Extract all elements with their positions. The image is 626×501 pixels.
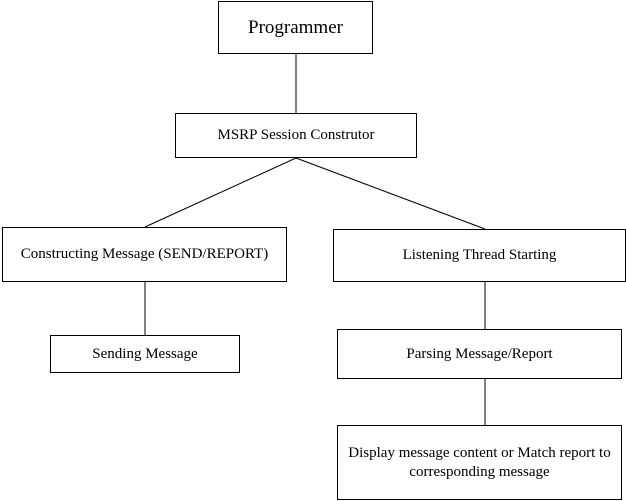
node-msrp-label: MSRP Session Construtor bbox=[217, 127, 375, 144]
node-parsing-label: Parsing Message/Report bbox=[406, 345, 553, 362]
node-parsing-message: Parsing Message/Report bbox=[337, 329, 622, 379]
node-programmer-label: Programmer bbox=[248, 16, 343, 38]
node-display-message: Display message content or Match report … bbox=[337, 425, 622, 500]
node-programmer: Programmer bbox=[218, 1, 373, 54]
node-sending-message: Sending Message bbox=[50, 335, 240, 373]
node-display-label: Display message content or Match report … bbox=[348, 444, 611, 480]
node-constructing-message: Constructing Message (SEND/REPORT) bbox=[2, 227, 287, 282]
node-listening-thread: Listening Thread Starting bbox=[333, 229, 626, 282]
node-construct-label: Constructing Message (SEND/REPORT) bbox=[20, 246, 269, 263]
edge-msrp-listen bbox=[295, 157, 486, 230]
node-listen-label: Listening Thread Starting bbox=[402, 247, 557, 264]
edge-msrp-construct bbox=[144, 157, 297, 228]
node-sending-label: Sending Message bbox=[92, 345, 198, 362]
node-msrp-session-constructor: MSRP Session Construtor bbox=[175, 113, 417, 158]
